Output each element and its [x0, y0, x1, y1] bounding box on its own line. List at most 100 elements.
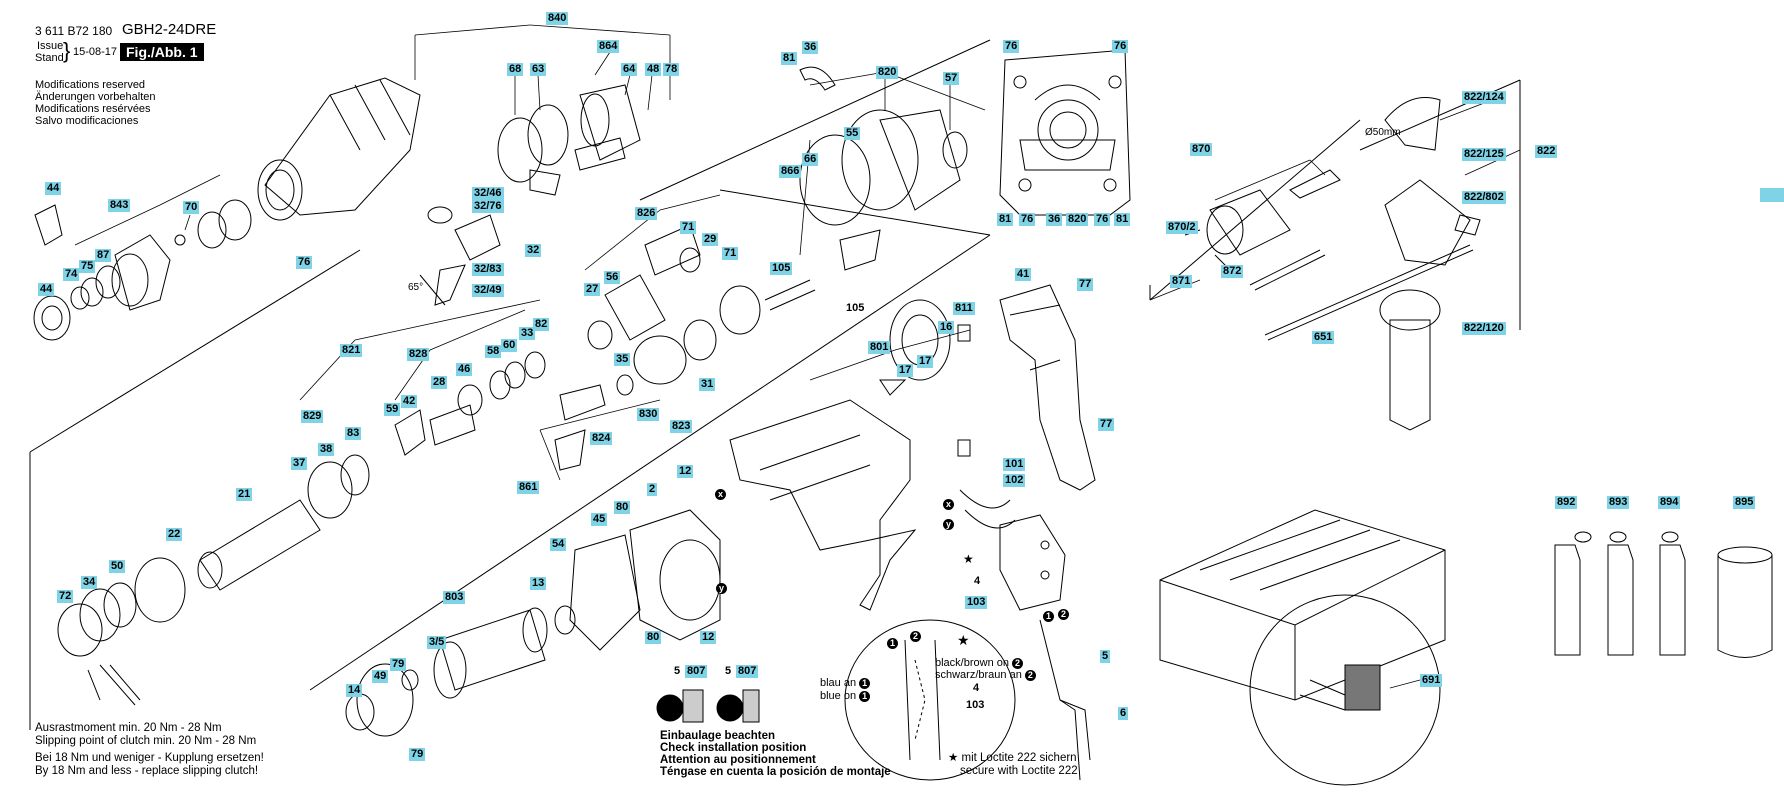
part-label: 22	[166, 528, 183, 541]
part-label: 55	[844, 127, 861, 140]
part-label: 105	[770, 262, 793, 275]
part-label: 822/124	[1462, 91, 1506, 104]
part-label: 81	[781, 52, 798, 65]
part-label: 872	[1221, 265, 1244, 278]
part-label: 822/125	[1462, 148, 1506, 161]
circle-mark-1: 1	[887, 635, 898, 653]
installation-note-1: Einbaulage beachten	[660, 730, 776, 742]
part-label: 81	[1114, 213, 1131, 226]
part-label: 36	[802, 41, 819, 54]
angle-text: 65°	[408, 282, 423, 293]
part-label: 103	[966, 699, 985, 711]
star-mark-switch: ★	[963, 552, 974, 566]
gear-housing-front-view	[999, 49, 1131, 216]
part-label: 102	[1003, 474, 1026, 487]
part-label: 801	[868, 341, 891, 354]
part-label: 80	[614, 501, 631, 514]
modifications-line-1: Modifications reserved	[35, 79, 146, 91]
grease-tubes-drawing	[1554, 531, 1773, 658]
black-brown-text: black/brown on 2	[935, 657, 1024, 669]
part-label: 103	[965, 596, 988, 609]
loctite-note-2: secure with Loctite 222	[960, 765, 1078, 777]
part-label: 830	[637, 408, 660, 421]
part-label: 866	[779, 165, 802, 178]
schwarz-braun-text: schwarz/braun an 2	[935, 669, 1036, 681]
part-label: 811	[953, 302, 975, 315]
part-label: 823	[670, 420, 693, 433]
part-label: 101	[1003, 458, 1026, 471]
y-mark-2: y	[943, 516, 954, 534]
modifications-line-2: Änderungen vorbehalten	[35, 91, 156, 103]
part-label: 83	[345, 427, 362, 440]
part-label: 72	[57, 590, 74, 603]
part-label: 59	[384, 403, 401, 416]
part-label: 14	[346, 684, 363, 697]
part-label: 37	[291, 457, 308, 470]
part-label: 12	[700, 631, 717, 644]
part-label: 820	[1066, 213, 1089, 226]
part-label: 807	[685, 665, 708, 678]
part-label: 71	[680, 221, 697, 234]
part-label: 81	[997, 213, 1014, 226]
x-mark-1: x	[715, 486, 726, 504]
figure-label: Fig./Abb. 1	[120, 43, 204, 61]
part-label: 78	[663, 63, 680, 76]
armature-drawing	[345, 605, 576, 737]
part-label: 31	[699, 378, 716, 391]
part-label: 45	[591, 513, 608, 526]
part-label: 893	[1607, 496, 1630, 509]
part-label: 76	[1112, 40, 1129, 53]
page-edge-tab	[1760, 188, 1784, 202]
part-label: 843	[108, 199, 131, 212]
handle-half-drawing	[999, 284, 1096, 491]
part-label: 34	[81, 576, 98, 589]
part-label: 5	[1100, 650, 1111, 663]
part-label: 44	[45, 182, 62, 195]
brace: }	[63, 38, 71, 63]
part-number: 3 611 B72 180	[35, 24, 113, 38]
part-label: 49	[372, 670, 389, 683]
star-mark: ★	[957, 632, 970, 648]
part-label: 32	[525, 244, 542, 257]
auxiliary-handle-drawing	[1264, 79, 1521, 431]
carrying-case-drawing	[1159, 509, 1446, 786]
part-label: 28	[431, 376, 448, 389]
part-label: 54	[550, 538, 567, 551]
diameter-text: Ø50mm	[1365, 127, 1401, 138]
part-label: 77	[1077, 278, 1094, 291]
installation-note-3: Attention au positionnement	[660, 754, 816, 766]
clutch-note-4: By 18 Nm and less - replace slipping clu…	[35, 765, 259, 777]
part-label: 4	[973, 682, 980, 694]
part-label: 76	[296, 256, 313, 269]
part-label: 66	[802, 153, 819, 166]
part-label: 70	[183, 201, 200, 214]
part-label: 48	[645, 63, 662, 76]
part-label: 63	[530, 63, 547, 76]
part-label: 822	[1535, 145, 1558, 158]
part-label: 651	[1312, 331, 1335, 344]
modifications-line-4: Salvo modificaciones	[35, 115, 139, 127]
installation-note-2: Check installation position	[660, 742, 807, 754]
spindle-parts	[57, 351, 546, 706]
switch-knob-drawing	[419, 206, 501, 306]
part-label: 21	[236, 488, 253, 501]
wiring-detail	[844, 619, 1016, 781]
hammer-head-drawing	[257, 77, 421, 221]
issue-label: Issue	[37, 40, 64, 52]
part-label: 64	[621, 63, 638, 76]
switch-drawing	[999, 514, 1066, 611]
blue-an-text: blau an 1	[820, 677, 871, 689]
part-label: 807	[736, 665, 759, 678]
gear-housing-side	[764, 66, 968, 311]
part-label: 36	[1046, 213, 1063, 226]
circle-mark-2: 2	[910, 628, 921, 646]
modifications-line-3: Modifications resérvées	[35, 103, 151, 115]
part-label: 41	[1015, 268, 1032, 281]
clutch-parts-top	[497, 84, 641, 196]
part-label: 840	[546, 12, 569, 25]
part-label: 820	[876, 66, 899, 79]
part-label: 16	[938, 321, 955, 334]
circle-mark-2b: 2	[1058, 606, 1069, 624]
part-label: 32/49	[472, 284, 504, 297]
part-label: 80	[645, 631, 662, 644]
